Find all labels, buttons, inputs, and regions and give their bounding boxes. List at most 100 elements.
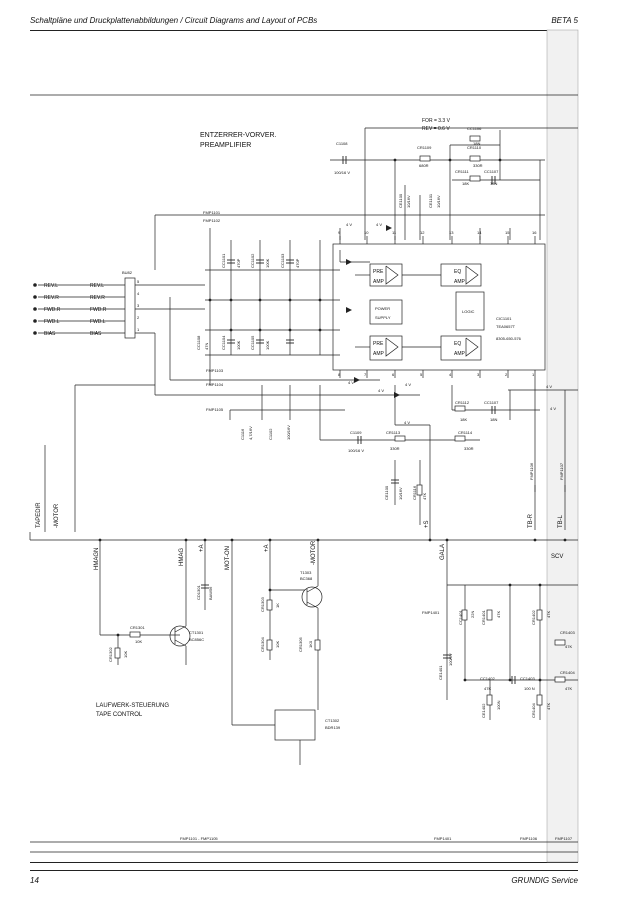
ic-pin-bottom: 7 — [364, 372, 367, 377]
cap-ref-vertical: CC1102 — [250, 253, 255, 268]
cr1303-val: 1K — [275, 603, 280, 608]
signal-motor: -MOTOR — [54, 503, 60, 528]
c1102-val: 100/16V — [286, 425, 291, 440]
fmp1102: FMP1102 — [203, 218, 221, 223]
signal-tapedir: TAPEDIR — [36, 502, 42, 528]
ce1401-val: 100/6V — [448, 653, 453, 666]
cr1111-ref: CR1111 — [455, 169, 470, 174]
cc1106-val: 18N — [473, 141, 480, 146]
cap-ref-vertical: CC1103 — [280, 253, 285, 268]
cr1403-val: 47K — [565, 644, 572, 649]
head-line-right: FWD.L — [90, 319, 106, 325]
bottom-label-fmp1101-1105: FMP1101 - FMP1105 — [180, 836, 218, 841]
head-pin: 2 — [137, 315, 140, 320]
ic-pin-bottom: 5 — [420, 372, 423, 377]
ic-part: 8305-650-576 — [496, 336, 522, 341]
voltage-label: 4 V — [378, 388, 384, 393]
signal-gala: GALA — [440, 544, 446, 560]
voltage-label: 4 V — [405, 382, 411, 387]
cr1114-val: 330R — [464, 446, 474, 451]
cr1302-ref: CR1302 — [108, 647, 113, 662]
cc1106-ref: CC1106 — [467, 126, 482, 131]
cr1301-val: 10K — [135, 639, 142, 644]
head-line-left: FWD.R — [44, 307, 61, 313]
voltage-label: 4 V — [376, 222, 382, 227]
header-rule — [30, 30, 578, 31]
footer-page-number: 14 — [30, 876, 39, 885]
cc1402-val: 47K — [484, 686, 491, 691]
fmp1101: FMP1101 — [203, 210, 221, 215]
ic-pin-top: 10 — [364, 230, 369, 235]
cr1303-ref: CR1303 — [260, 597, 265, 612]
ic-pin-top: 9 — [338, 230, 341, 235]
cr1109-ref: CR1109 — [417, 145, 432, 150]
signal-motor-2: -MOTOR — [311, 540, 317, 565]
c1109-ref: C1109 — [350, 430, 362, 435]
block-amp-3: AMP — [373, 351, 385, 357]
supply-for: FOR = 3.3 V — [422, 118, 451, 124]
cap-ref-vertical: CC1108 — [196, 335, 201, 350]
cr1404b-ref: CR1404 — [560, 670, 575, 675]
header-model: BETA 5 — [551, 16, 578, 25]
ce-lower-val: 10/16V — [398, 487, 403, 500]
head-pin: 5 — [137, 279, 140, 284]
ce-lower-ref: CE1100 — [384, 485, 389, 500]
head-line-right: FWD.R — [90, 307, 107, 313]
cc1401-val: 22N — [470, 611, 475, 618]
bottom-label-fmp1107: FMP1107 — [555, 836, 573, 841]
ce1101-ref: CE1101 — [428, 193, 433, 208]
bottom-label-fmp1401: FMP1401 — [434, 836, 452, 841]
head-line-left: REV.R — [44, 295, 59, 301]
cr1113-ref: CR1113 — [386, 430, 401, 435]
ct1301-ref: CT1301 — [189, 630, 204, 635]
cap-val-vertical: 100K — [236, 340, 241, 350]
ic-pin-top: 11 — [392, 230, 397, 235]
cap-val-vertical: 470P — [295, 258, 300, 268]
block-pre-2: PRE — [373, 341, 384, 347]
bottom-label-fmp1106: FMP1106 — [520, 836, 538, 841]
head-line-left: REV.L — [44, 283, 58, 289]
ic-pin-top: 13 — [449, 230, 454, 235]
c1102-ref: C1102 — [268, 428, 273, 440]
tape-control-title-en: TAPE CONTROL — [96, 712, 143, 718]
c1116-ref: C1116 — [240, 428, 245, 440]
head-ref: BU82 — [122, 270, 133, 275]
cr1116-ref: CR1116 — [412, 485, 417, 500]
cr1404-ref: CR1404 — [531, 703, 536, 718]
preamp-title-de: ENTZERRER-VORVER. — [200, 132, 277, 139]
block-supply: SUPPLY — [375, 315, 391, 320]
cr1113-val: 330R — [390, 446, 400, 451]
ce1401-ref: CE1401 — [438, 665, 443, 680]
ce1100-val: 10/16V — [406, 195, 411, 208]
t1303-val: BC368 — [300, 576, 313, 581]
ic-pin-bottom: 2 — [505, 372, 508, 377]
ic-pin-bottom: 8 — [338, 372, 341, 377]
cc1403-val: 100 N — [524, 686, 535, 691]
fmp1107: FMP1107 — [559, 462, 564, 480]
cc1402-ref: CC1402 — [480, 676, 495, 681]
voltage-label: 4 V — [550, 406, 556, 411]
ce1101-val: 10/16V — [436, 195, 441, 208]
voltage-label: 4 V — [348, 380, 354, 385]
cr1402-val: 47K — [546, 611, 551, 618]
fmp1106: FMP1106 — [529, 462, 534, 480]
c1109-val: 100/16 V — [348, 448, 364, 453]
footer-rule-2 — [30, 870, 578, 871]
cr1112-val: 18K — [460, 417, 467, 422]
cr1401-ref: CR1401 — [481, 610, 486, 625]
cr1112-ref: CR1112 — [455, 400, 470, 405]
cd1301-ref: CD1301 — [196, 585, 201, 600]
head-line-right: REV.L — [90, 283, 104, 289]
cr1302-val: 10K — [123, 651, 128, 658]
cr1404-val: 47K — [546, 703, 551, 710]
ce1100-ref: CE1100 — [398, 193, 403, 208]
ic-pin-top: 12 — [420, 230, 425, 235]
block-amp-4: AMP — [454, 351, 466, 357]
cr1114-ref: CR1114 — [458, 430, 473, 435]
cr1404b-val: 47K — [565, 686, 572, 691]
cr1116-val: 47K — [422, 493, 427, 500]
ic-ref: CIC1101 — [496, 316, 512, 321]
fmp1105: FMP1105 — [206, 407, 224, 412]
signal-moton: MOT-ON — [225, 546, 231, 570]
